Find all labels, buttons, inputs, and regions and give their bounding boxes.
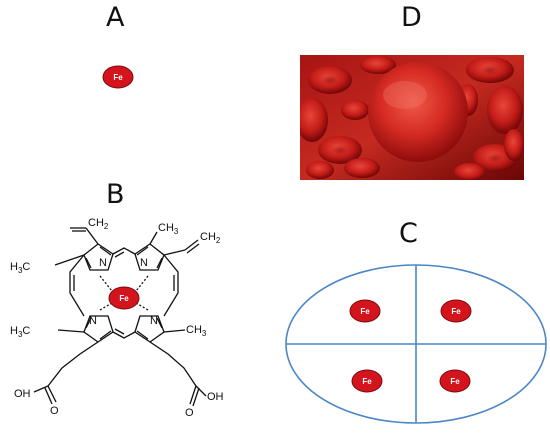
svg-text:Fe: Fe (450, 377, 460, 386)
svg-text:Fe: Fe (362, 377, 372, 386)
atom-ch3-bottom: CH3 (186, 324, 207, 338)
atom-oh-left: OH (14, 388, 31, 400)
fe-atom-a: Fe (102, 65, 134, 89)
fe-atom-c-4: Fe (439, 369, 471, 393)
panel-label-a: A (106, 2, 125, 33)
atom-ch2-right: CH2 (200, 231, 221, 245)
atom-o-left: O (50, 405, 59, 417)
fe-atom-heme: Fe (108, 286, 140, 310)
atom-h3c-bottom: H3C (10, 325, 30, 339)
svg-text:Fe: Fe (119, 294, 129, 303)
fe-atom-c-2: Fe (440, 299, 472, 323)
fe-atom-c-1: Fe (349, 299, 381, 323)
fe-atom-c-3: Fe (351, 369, 383, 393)
atom-ch3-top: CH3 (158, 222, 179, 236)
panel-label-d: D (401, 2, 422, 33)
svg-text:Fe: Fe (451, 307, 461, 316)
atom-n-4: N (150, 315, 158, 327)
atom-o-right: O (185, 407, 194, 419)
quadrant-ellipse (285, 264, 547, 424)
heme-structure (33, 227, 207, 407)
red-blood-cells-image (300, 55, 524, 180)
heme-atom-labels: N N N N CH2 CH2 CH3 CH3 H3C H3C OH O OH … (10, 217, 224, 419)
atom-oh-right: OH (207, 391, 224, 403)
atom-n-1: N (99, 257, 107, 269)
panel-label-b: B (106, 179, 125, 210)
atom-n-3: N (89, 315, 97, 327)
atom-h3c-top: H3C (10, 261, 30, 275)
fe-label: Fe (113, 73, 123, 82)
atom-ch2-left: CH2 (88, 217, 109, 231)
panel-label-c: C (399, 218, 418, 249)
atom-n-2: N (140, 257, 148, 269)
svg-text:Fe: Fe (360, 307, 370, 316)
